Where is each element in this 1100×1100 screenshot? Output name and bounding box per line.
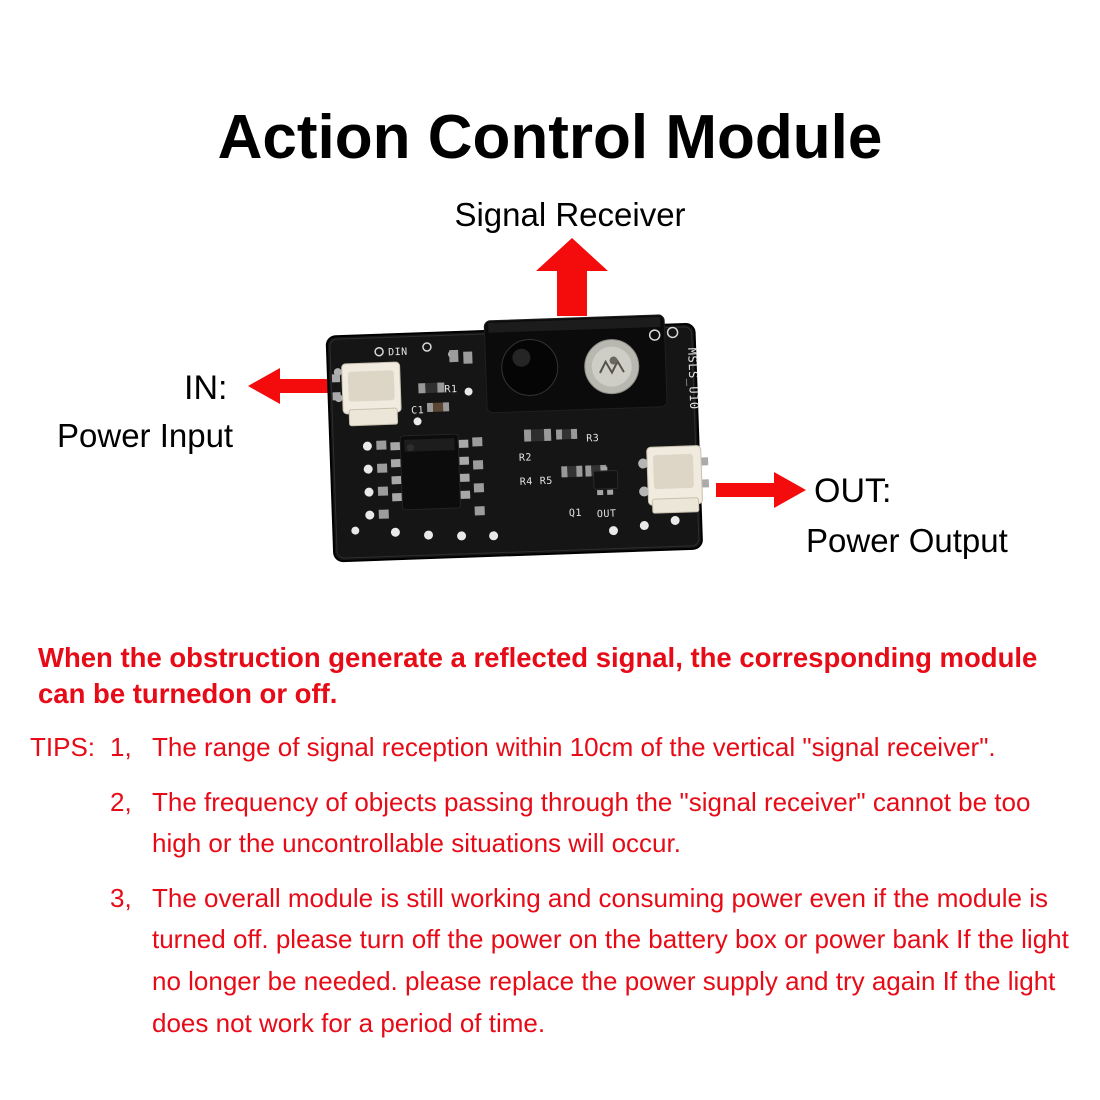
silkscreen-r2: R2 [519,452,532,463]
ir-emitter-lens [584,339,640,395]
silkscreen-model: MSLS_U10 [685,348,701,410]
tip-item-3: 3, The overall module is still working a… [30,878,1080,1044]
tip-number: 1, [110,732,132,762]
ir-receiver-lens [501,338,559,396]
tip-text: The range of signal reception within 10c… [152,732,996,762]
transistor-q1 [592,466,619,496]
silkscreen-labels: DIN R1 C1 R2 R3 R4 R5 Q1 OUT MSLS_U10 [374,326,701,521]
tip-text: The overall module is still working and … [152,882,1069,1038]
smd-components [418,382,619,496]
tip-text: The frequency of objects passing through… [152,786,1031,859]
silkscreen-q1: Q1 [569,508,582,519]
tips-heading: TIPS: [30,732,96,762]
pcb-image: DIN R1 C1 R2 R3 R4 R5 Q1 OUT MSLS_U10 [325,314,710,563]
signal-receiver-label: Signal Receiver [454,196,686,233]
silkscreen-r5: R5 [540,476,553,487]
jst-connector-in [331,361,402,427]
in-label: IN: [184,369,228,407]
silkscreen-out: OUT [597,509,617,521]
tip-item-2: 2, The frequency of objects passing thro… [30,782,1080,865]
ic-chip [390,433,471,511]
warning-text: When the obstruction generate a reflecte… [38,642,1038,709]
out-label: OUT: [814,472,892,510]
power-input-label: Power Input [57,417,234,454]
power-input-arrow-icon [248,368,332,404]
vias [351,350,680,541]
tip-number: 2, [110,786,132,817]
silkscreen-c1: C1 [411,405,424,416]
silkscreen-r3: R3 [586,433,599,444]
tip-item-1: TIPS: 1, The range of signal reception w… [30,727,1080,769]
signal-receiver-arrow-icon [536,238,608,316]
silkscreen-r4: R4 [520,476,533,487]
jst-connector-out [638,445,710,514]
tip-number: 3, [110,882,132,913]
tips-section: TIPS: 1, The range of signal reception w… [30,727,1080,1044]
solder-pads [376,349,485,519]
page-title: Action Control Module [217,103,883,172]
power-output-label: Power Output [806,522,1008,559]
ir-sensor [483,314,668,414]
power-output-arrow-icon [716,472,806,508]
silkscreen-r1: R1 [444,384,457,395]
silkscreen-din: DIN [388,347,408,359]
